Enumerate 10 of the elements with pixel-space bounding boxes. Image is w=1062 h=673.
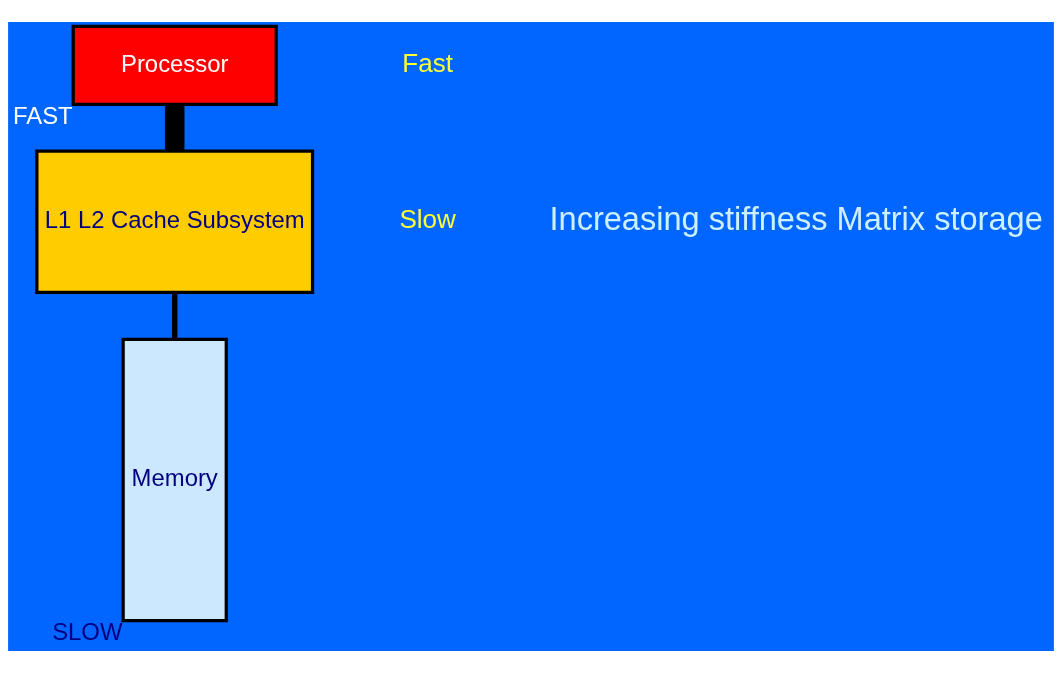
node-box: L1 L2 Cache Subsystem: [35, 149, 315, 294]
node-label: FAST: [13, 101, 73, 129]
label: Increasing stiffness Matrix storage: [549, 200, 1043, 237]
connector: [164, 104, 185, 151]
node-label: SLOW: [52, 617, 123, 645]
label: Fast: [402, 48, 453, 79]
node-box: Processor: [71, 24, 278, 107]
node-box: Memory: [121, 337, 228, 623]
connector: [172, 292, 178, 340]
label: Slow: [399, 204, 456, 235]
